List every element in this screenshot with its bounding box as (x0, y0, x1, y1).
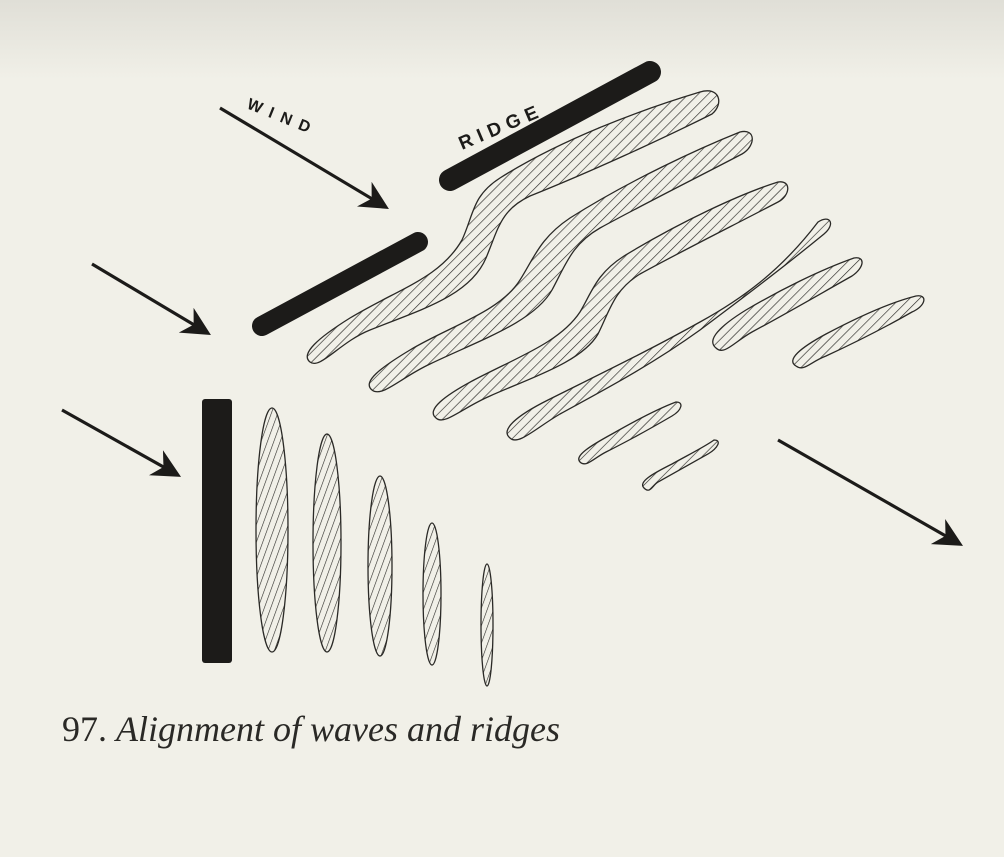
figure-caption: 97. Alignment of waves and ridges (62, 708, 560, 750)
wave-crest (422, 522, 442, 666)
wave-crest (792, 295, 925, 369)
ridge-vertical (202, 399, 232, 663)
wave-crest (506, 218, 832, 441)
caption-number: 97. (62, 709, 107, 749)
caption-text: Alignment of waves and ridges (116, 709, 560, 749)
wave-crest (642, 439, 719, 491)
wave-crest (367, 475, 393, 657)
wave-crest (306, 90, 720, 365)
wave-crest (578, 401, 682, 465)
wind-label: WIND (245, 96, 321, 140)
wave-crest (368, 130, 753, 393)
wind-arrow-icon (219, 106, 389, 209)
wave-crest (712, 257, 863, 351)
wave-crest (432, 181, 789, 421)
wind-arrow-icon (91, 262, 211, 335)
ridges (202, 61, 661, 663)
vertical-waves (255, 407, 494, 687)
wind-arrows (61, 106, 963, 546)
page-bleed-through (0, 0, 1004, 80)
wind-arrow-icon (777, 438, 963, 546)
diagonal-waves (306, 90, 925, 491)
wave-crest (312, 433, 342, 653)
wave-crest (480, 563, 494, 687)
wind-arrow-icon (61, 408, 182, 477)
ridge-middle (252, 232, 428, 336)
wave-crest (255, 407, 289, 653)
ridge-upper (439, 61, 661, 191)
